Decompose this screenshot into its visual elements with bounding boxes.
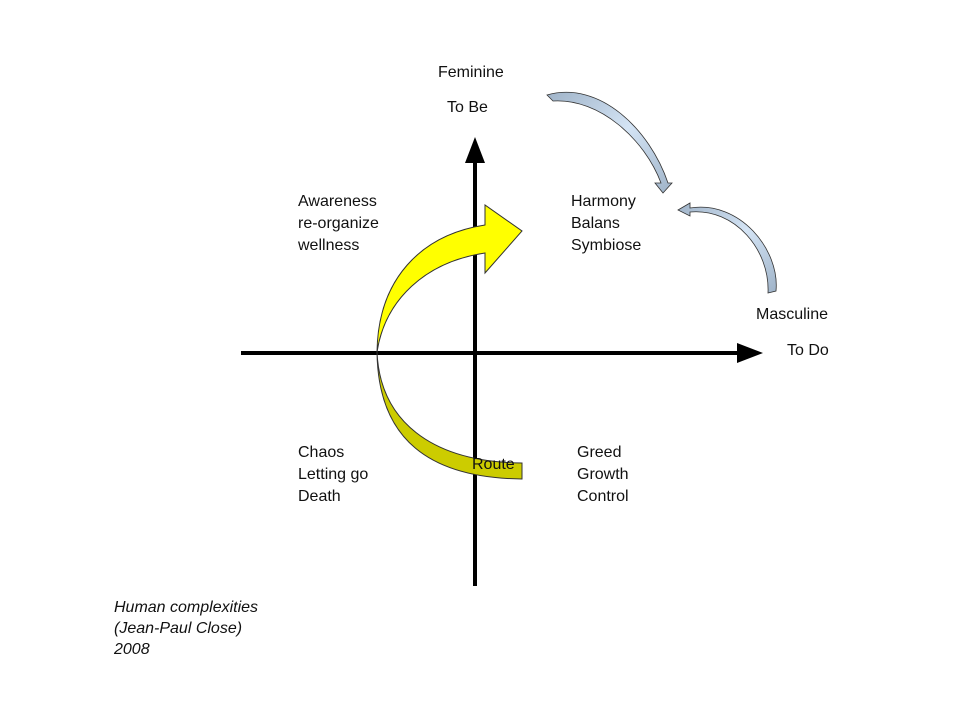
caption: Human complexities (Jean-Paul Close) 200… bbox=[114, 597, 258, 660]
quadrant-text: Balans bbox=[571, 215, 620, 232]
quadrant-bottom-left: Chaos Letting go Death bbox=[298, 442, 368, 508]
quadrant-text: Control bbox=[577, 488, 629, 505]
quadrant-text: Symbiose bbox=[571, 237, 642, 254]
masculine-label: Masculine bbox=[756, 306, 829, 323]
route-arrow-upper bbox=[376, 204, 523, 353]
quadrant-text: Greed bbox=[577, 444, 622, 461]
quadrant-text: Letting go bbox=[298, 466, 369, 483]
quadrant-top-right: Harmony Balans Symbiose bbox=[571, 191, 641, 257]
quadrant-text: Awareness bbox=[298, 193, 377, 210]
quadrant-text: wellness bbox=[298, 237, 360, 254]
curved-arrow-feminine bbox=[546, 91, 673, 194]
feminine-label: Feminine bbox=[438, 64, 504, 81]
quadrant-text: Harmony bbox=[571, 193, 636, 210]
to-be-label: To Be bbox=[447, 99, 488, 116]
quadrant-text: Growth bbox=[577, 466, 629, 483]
vertical-axis-arrowhead bbox=[465, 137, 485, 163]
quadrant-text: Chaos bbox=[298, 444, 345, 461]
caption-title: Human complexities bbox=[114, 599, 259, 616]
to-do-label: To Do bbox=[787, 342, 829, 359]
route-label: Route bbox=[472, 456, 515, 473]
horizontal-axis-arrowhead bbox=[737, 343, 763, 363]
curved-arrow-masculine bbox=[677, 202, 777, 294]
quadrant-text: re-organize bbox=[298, 215, 379, 232]
quadrant-text: Death bbox=[298, 488, 341, 505]
quadrant-bottom-right: Greed Growth Control bbox=[577, 442, 629, 508]
caption-author: (Jean-Paul Close) bbox=[114, 620, 243, 637]
caption-year: 2008 bbox=[114, 641, 150, 658]
quadrant-top-left: Awareness re-organize wellness bbox=[298, 191, 379, 257]
route-arrow-lower bbox=[376, 351, 523, 480]
